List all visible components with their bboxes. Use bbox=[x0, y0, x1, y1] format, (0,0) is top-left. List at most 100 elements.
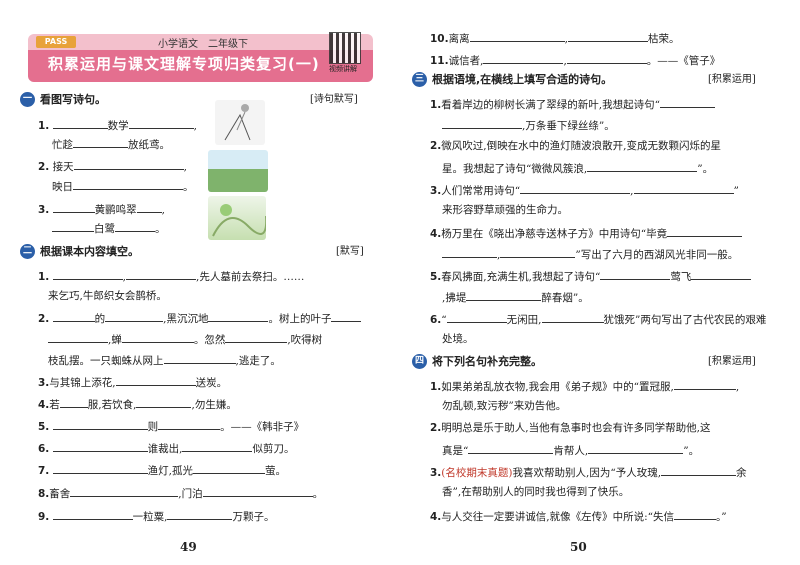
answer-blank[interactable] bbox=[466, 289, 542, 301]
answer-blank[interactable] bbox=[48, 331, 108, 343]
answer-blank[interactable] bbox=[136, 396, 192, 408]
page-title: 积累运用与课文理解专项归类复习(一) bbox=[48, 55, 320, 73]
answer-blank[interactable] bbox=[59, 396, 88, 408]
answer-blank[interactable] bbox=[483, 52, 564, 64]
answer-blank[interactable] bbox=[52, 508, 133, 520]
s4-q3-line2: 香”,在帮助别人的同时我也得到了快乐。 bbox=[442, 486, 630, 498]
answer-blank[interactable] bbox=[600, 268, 671, 280]
illustration-kite bbox=[215, 100, 265, 145]
answer-blank[interactable] bbox=[158, 418, 221, 430]
s3-q2-line2: 星。我想起了诗句“微微风簇浪,”。 bbox=[442, 160, 713, 176]
answer-blank[interactable] bbox=[567, 30, 648, 42]
answer-blank[interactable] bbox=[52, 268, 123, 280]
s4-q2-line2: 真是“肯帮人,”。 bbox=[442, 442, 699, 458]
s3-q3-line2: 来形容野草顽强的生命力。 bbox=[442, 204, 568, 216]
section-title: 根据语境,在横线上填写合适的诗句。 bbox=[432, 73, 613, 86]
section-1-header: 一 看图写诗句。 [诗句默写] bbox=[20, 92, 390, 108]
qr-code-icon[interactable] bbox=[329, 32, 361, 64]
section-title: 将下列名句补充完整。 bbox=[432, 355, 542, 368]
s4-q3: 3.(名校期末真题)我喜欢帮助别人,因为“予人玫瑰,余 bbox=[430, 464, 747, 480]
illustration-lotus bbox=[208, 150, 268, 192]
s3-q1: 1.看着岸边的柳树长满了翠绿的新叶,我想起诗句“ bbox=[430, 96, 716, 112]
answer-blank[interactable] bbox=[520, 182, 631, 194]
answer-blank[interactable] bbox=[115, 374, 196, 386]
section-3-header: 三 根据语境,在横线上填写合适的诗句。 [积累运用] bbox=[412, 72, 790, 88]
answer-blank[interactable] bbox=[128, 117, 194, 129]
answer-blank[interactable] bbox=[125, 268, 196, 280]
answer-blank[interactable] bbox=[442, 246, 497, 258]
section-2-header: 二 根据课本内容填空。 [默写] bbox=[20, 244, 390, 260]
answer-blank[interactable] bbox=[73, 158, 184, 170]
section-tag: [诗句默写] bbox=[310, 94, 358, 105]
section-title: 看图写诗句。 bbox=[40, 93, 106, 106]
s2-q10: 10.离离,枯荣。 bbox=[430, 30, 679, 46]
answer-blank[interactable] bbox=[52, 220, 94, 232]
section-number: 四 bbox=[412, 354, 427, 369]
answer-blank[interactable] bbox=[633, 182, 734, 194]
answer-blank[interactable] bbox=[52, 440, 148, 452]
s1-q1-line2: 忙趁放纸鸢。 bbox=[52, 136, 170, 152]
answer-blank[interactable] bbox=[673, 378, 736, 390]
answer-blank[interactable] bbox=[73, 136, 128, 148]
answer-blank[interactable] bbox=[566, 52, 647, 64]
answer-blank[interactable] bbox=[70, 485, 179, 497]
page-number: 50 bbox=[570, 540, 587, 554]
answer-blank[interactable] bbox=[468, 442, 554, 454]
s3-q4: 4.杨万里在《晓出净慈寺送林子方》中用诗句“毕竟 bbox=[430, 225, 743, 241]
answer-blank[interactable] bbox=[202, 485, 313, 497]
s1-q2-line1: 2. 接天, bbox=[38, 158, 187, 174]
answer-blank[interactable] bbox=[208, 310, 269, 322]
answer-blank[interactable] bbox=[167, 508, 233, 520]
answer-blank[interactable] bbox=[121, 331, 194, 343]
s2-q8: 8.畜舍,门泊。 bbox=[38, 485, 323, 501]
s3-q6: 6.“无闲田,犹饿死”两句写出了古代农民的艰难 bbox=[430, 311, 766, 327]
exam-tag: (名校期末真题) bbox=[441, 467, 513, 479]
answer-blank[interactable] bbox=[541, 311, 604, 323]
answer-blank[interactable] bbox=[136, 201, 162, 213]
subject-label: 小学语文 二年级下 bbox=[158, 39, 248, 50]
s4-q1-line2: 勿乱顿,致污秽”来劝告他。 bbox=[442, 400, 567, 412]
s2-q4: 4.若服,若饮食,,勿生嫌。 bbox=[38, 396, 237, 412]
s2-q11: 11.诚信者,,。——《管子》 bbox=[430, 52, 720, 68]
answer-blank[interactable] bbox=[588, 442, 684, 454]
answer-blank[interactable] bbox=[587, 160, 698, 172]
answer-blank[interactable] bbox=[73, 178, 183, 190]
section-number: 一 bbox=[20, 92, 35, 107]
s2-q2-line2: ,蝉。忽然,吹得树 bbox=[48, 331, 322, 347]
answer-blank[interactable] bbox=[442, 117, 522, 129]
s1-q1-line1: 1. 数学, bbox=[38, 117, 197, 133]
section-number: 三 bbox=[412, 72, 427, 87]
answer-blank[interactable] bbox=[691, 268, 752, 280]
s2-q9: 9. 一粒粟,万颗子。 bbox=[38, 508, 274, 524]
section-title: 根据课本内容填空。 bbox=[40, 245, 139, 258]
answer-blank[interactable] bbox=[667, 225, 743, 237]
section-tag: [积累运用] bbox=[708, 74, 756, 85]
s3-q6-line2: 处境。 bbox=[442, 333, 474, 345]
s4-q1: 1.如果弟弟乱放衣物,我会用《弟子规》中的“置冠服,, bbox=[430, 378, 739, 394]
answer-blank[interactable] bbox=[225, 331, 288, 343]
answer-blank[interactable] bbox=[674, 508, 717, 520]
answer-blank[interactable] bbox=[52, 462, 148, 474]
answer-blank[interactable] bbox=[192, 462, 265, 474]
answer-blank[interactable] bbox=[163, 352, 236, 364]
s2-q1: 1. ,,先人墓前去祭扫。…… bbox=[38, 268, 304, 284]
answer-blank[interactable] bbox=[660, 96, 716, 108]
answer-blank[interactable] bbox=[115, 220, 155, 232]
s3-q3: 3.人们常常用诗句“,” bbox=[430, 182, 739, 198]
s2-q2: 2. 的,黑沉沉地。树上的叶子 bbox=[38, 310, 362, 326]
s1-q3-line2: 白鹭。 bbox=[52, 220, 166, 236]
answer-blank[interactable] bbox=[469, 30, 565, 42]
answer-blank[interactable] bbox=[661, 464, 737, 476]
answer-blank[interactable] bbox=[52, 201, 95, 213]
answer-blank[interactable] bbox=[331, 310, 362, 322]
answer-blank[interactable] bbox=[52, 418, 148, 430]
answer-blank[interactable] bbox=[52, 310, 95, 322]
s3-q1-line2: ,万条垂下绿丝绦”。 bbox=[442, 117, 615, 133]
answer-blank[interactable] bbox=[500, 246, 576, 258]
answer-blank[interactable] bbox=[446, 311, 507, 323]
answer-blank[interactable] bbox=[182, 440, 253, 452]
s2-q2-line3: 枝乱摆。一只蜘蛛从网上,逃走了。 bbox=[48, 352, 281, 368]
section-number: 二 bbox=[20, 244, 35, 259]
answer-blank[interactable] bbox=[52, 117, 108, 129]
answer-blank[interactable] bbox=[105, 310, 164, 322]
